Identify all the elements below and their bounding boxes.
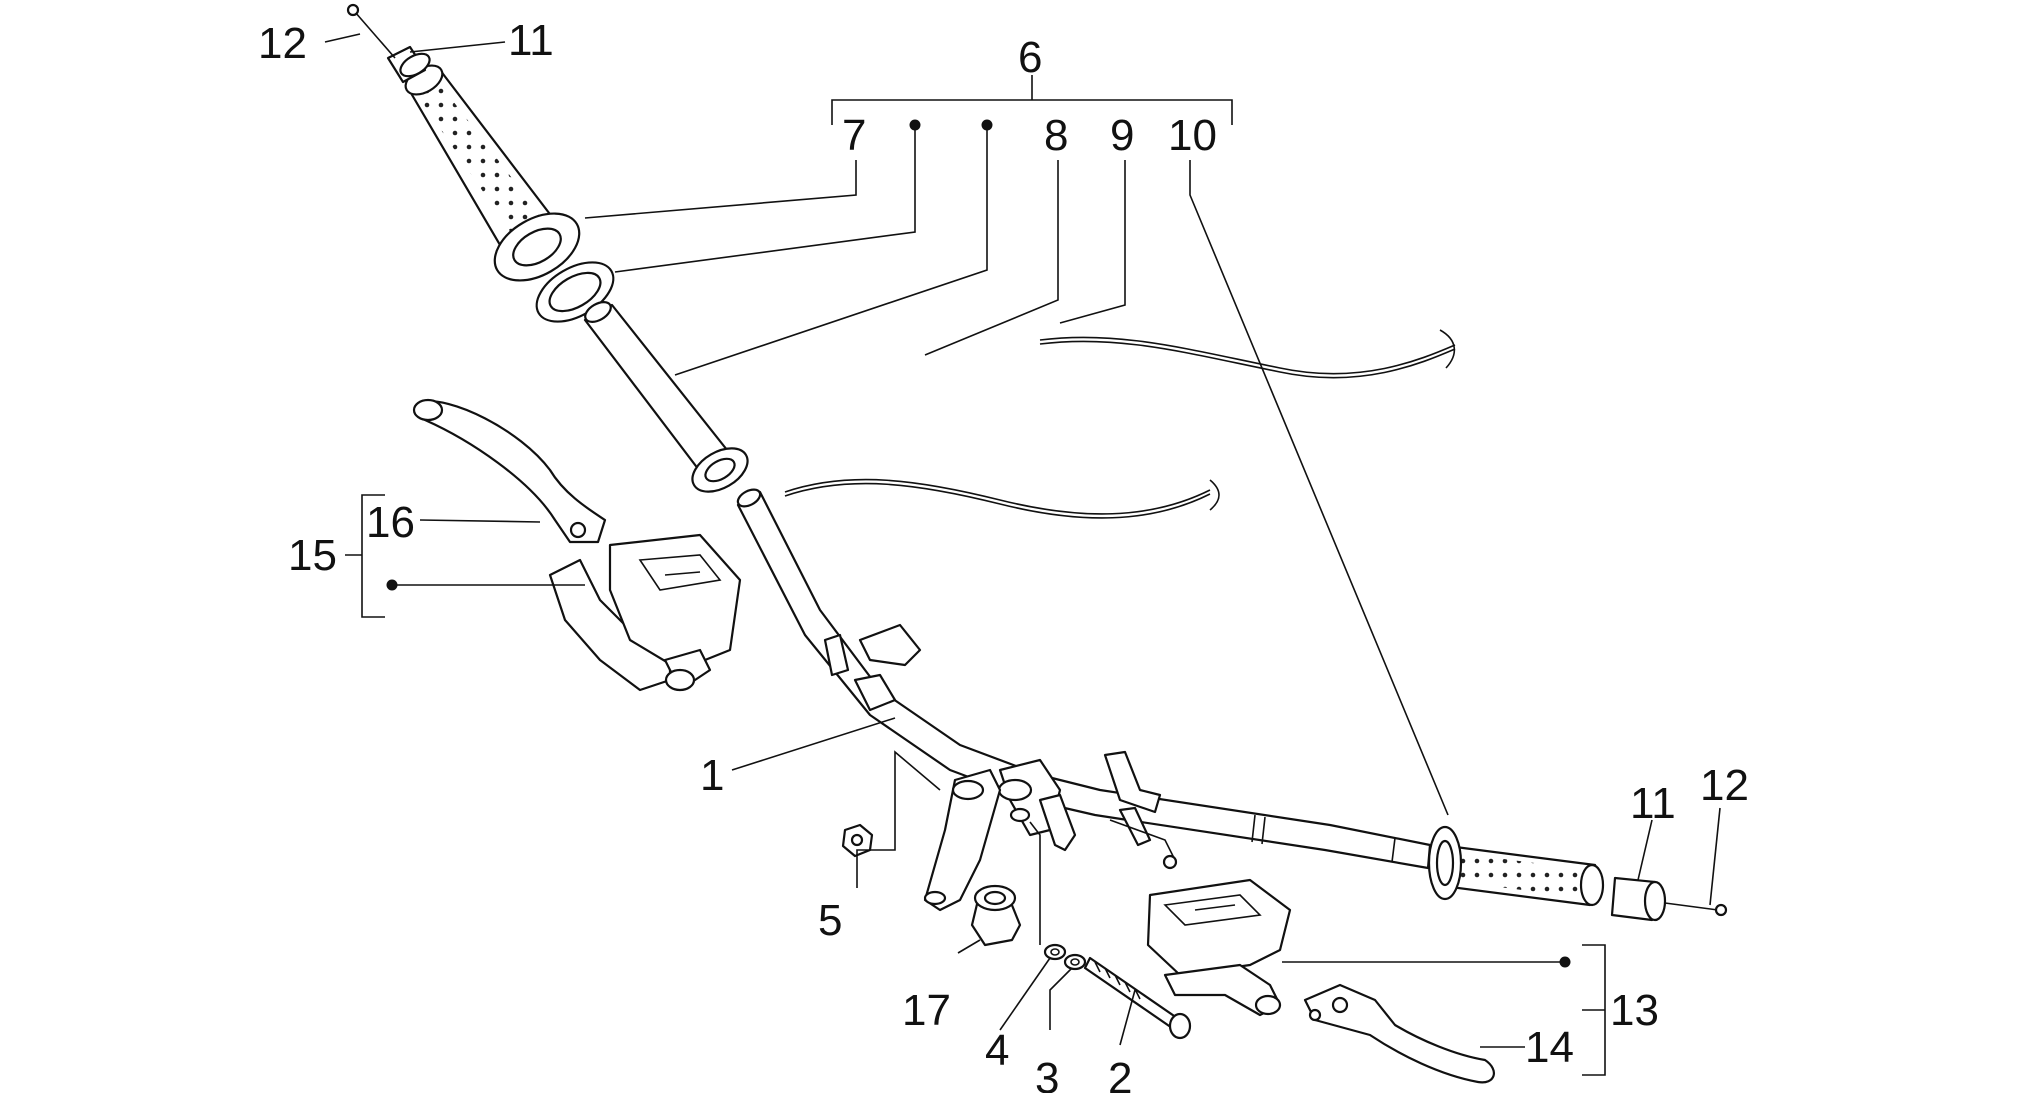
washer-3 xyxy=(1063,953,1087,971)
right-master-cylinder xyxy=(1146,878,1292,1017)
callout-17: 17 xyxy=(902,986,951,1035)
right-bar-end-weight xyxy=(1610,876,1667,922)
clamp-nut xyxy=(841,823,874,858)
rubber-bushing xyxy=(970,884,1022,947)
handlebar-tube xyxy=(736,488,1432,870)
throttle-cable-lower xyxy=(784,478,1220,519)
callout-8: 8 xyxy=(1044,111,1068,160)
cable-adjuster xyxy=(1109,819,1178,870)
callout-5: 5 xyxy=(818,896,842,945)
callout-12-top: 12 xyxy=(258,19,307,68)
callout-3: 3 xyxy=(1035,1054,1059,1093)
callout-11-top: 11 xyxy=(508,16,554,65)
throttle-cable-upper xyxy=(1039,329,1456,379)
callout-4: 4 xyxy=(985,1026,1009,1075)
callout-13: 13 xyxy=(1610,986,1659,1035)
reference-dots xyxy=(386,119,1571,968)
left-brake-lever xyxy=(412,398,607,544)
callout-1: 1 xyxy=(700,751,724,800)
left-bar-end-screw xyxy=(346,3,396,59)
right-grip xyxy=(1427,825,1605,907)
right-brake-lever xyxy=(1303,983,1495,1084)
left-bar-end-weight xyxy=(386,45,431,84)
callout-labels: 12 11 6 7 8 9 10 16 15 1 5 17 4 3 2 11 1… xyxy=(258,16,1749,1093)
callout-9: 9 xyxy=(1110,111,1134,160)
handlebar-brackets xyxy=(823,623,1162,847)
callout-2: 2 xyxy=(1108,1054,1132,1093)
callout-7: 7 xyxy=(842,111,866,160)
throttle-tube xyxy=(583,301,749,493)
washer-4 xyxy=(1043,943,1067,961)
callout-6: 6 xyxy=(1018,33,1042,82)
leader-lines xyxy=(324,33,1721,1076)
handlebar-clamp xyxy=(923,768,1077,912)
callout-16: 16 xyxy=(366,498,415,547)
left-master-cylinder xyxy=(548,533,742,692)
callout-14: 14 xyxy=(1525,1023,1574,1072)
left-grip xyxy=(404,64,581,282)
callout-12-right: 12 xyxy=(1700,761,1749,810)
callout-11-right: 11 xyxy=(1630,779,1676,828)
clamp-bolt xyxy=(1083,956,1192,1040)
callout-15: 15 xyxy=(288,531,337,580)
callout-10: 10 xyxy=(1168,111,1217,160)
right-bar-end-screw xyxy=(1664,902,1728,917)
